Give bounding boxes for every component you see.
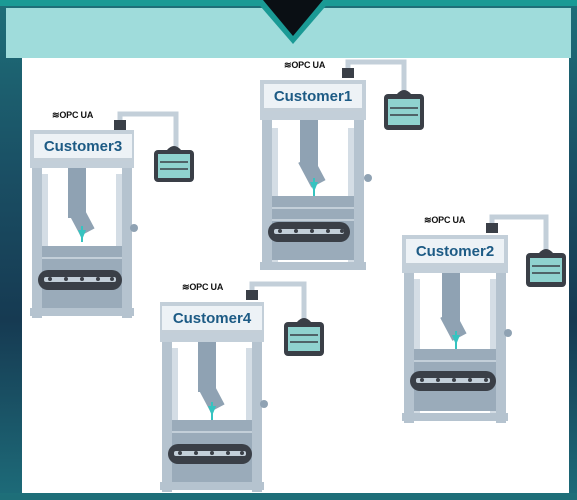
opc-ua-icon: ≋: [284, 60, 292, 70]
machine-customer1: Customer1 ≋OPC UA: [256, 58, 424, 278]
machine-label: Customer3: [34, 134, 132, 161]
opc-ua-logo: ≋OPC UA: [284, 60, 326, 70]
opc-ua-icon: ≋: [182, 282, 190, 292]
machine-label: Customer2: [406, 239, 504, 266]
opc-ua-logo: ≋OPC UA: [52, 110, 94, 120]
opc-ua-icon: ≋: [52, 110, 60, 120]
machine-customer3: Customer3 ≋OPC UA: [28, 108, 194, 328]
opc-ua-logo: ≋OPC UA: [182, 282, 224, 292]
machine-customer2: Customer2 ≋OPC UA: [400, 213, 566, 433]
opc-ua-icon: ≋: [424, 215, 432, 225]
diagram-panel: Customer1 ≋OPC UA: [22, 58, 569, 493]
machine-illustration: [30, 111, 194, 318]
opc-ua-logo: ≋OPC UA: [424, 215, 466, 225]
machine-customer4: Customer4 ≋OPC UA: [160, 280, 324, 500]
down-arrow-notch: [255, 0, 331, 44]
machine-illustration: [160, 281, 324, 492]
machine-label: Customer1: [264, 84, 362, 111]
machine-label: Customer4: [162, 306, 262, 333]
